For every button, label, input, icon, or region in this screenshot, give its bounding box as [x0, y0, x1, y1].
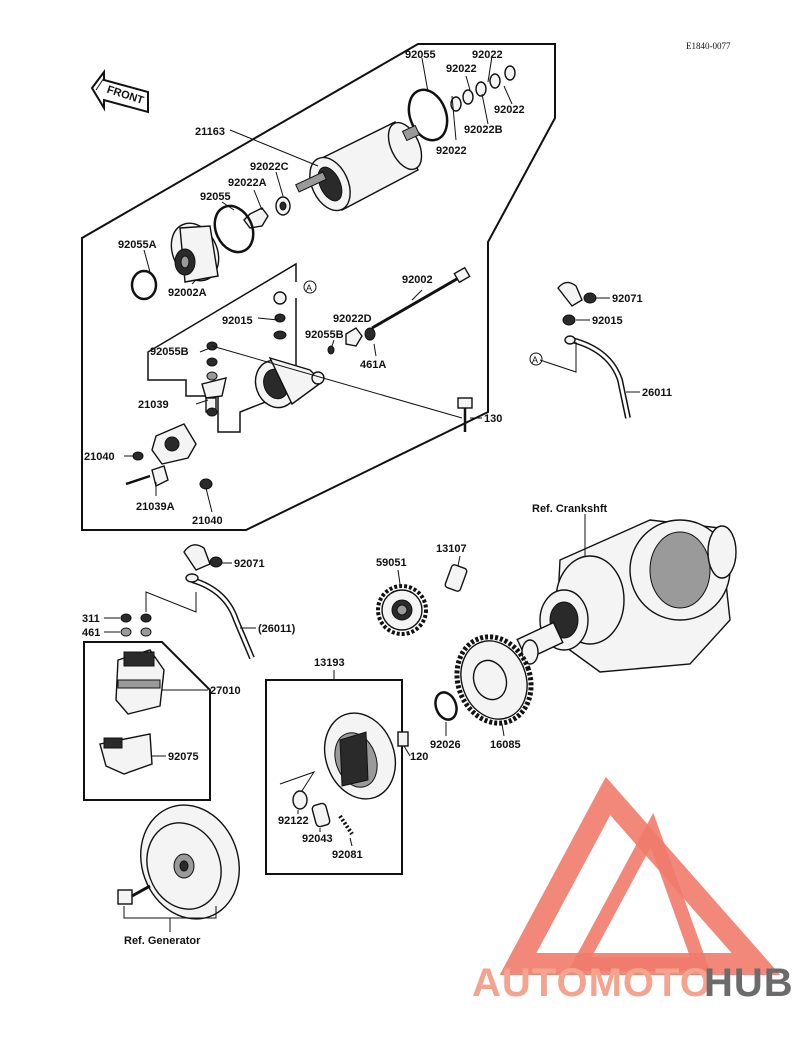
label-92022D: 92022D [333, 313, 372, 325]
label-92002A: 92002A [168, 287, 207, 299]
label-92022A: 92022A [228, 177, 267, 189]
starter-assembly-frame [81, 43, 556, 531]
crankshaft [516, 519, 737, 673]
label-461A: 461A [360, 359, 386, 371]
label-92122: 92122 [278, 815, 309, 827]
label-92055-top: 92055 [405, 49, 436, 61]
label-92055-mid: 92055 [200, 191, 231, 203]
front-arrow-icon: FRONT [90, 69, 149, 114]
label-92022-a: 92022 [472, 49, 503, 61]
label-92075: 92075 [168, 751, 199, 763]
label-120: 120 [410, 751, 428, 763]
label-92026: 92026 [430, 739, 461, 751]
label-13193: 13193 [314, 657, 345, 669]
label-21040-b: 21040 [192, 515, 223, 527]
label-461: 461 [82, 627, 100, 639]
label-92055B-mid: 92055B [305, 329, 344, 341]
label-26011-paren: (26011) [258, 623, 296, 635]
starter-motor-body [295, 121, 423, 212]
grommet [99, 733, 153, 775]
label-92043: 92043 [302, 833, 333, 845]
label-92081: 92081 [332, 849, 363, 861]
ref-marker-a1: A [306, 283, 312, 293]
logo-text-a: AUTOMOTO [472, 961, 712, 1005]
label-92055B: 92055B [150, 346, 189, 358]
idle-gear [376, 584, 428, 636]
starter-clutch-gear [454, 634, 534, 726]
ref-crankshaft: Ref. Crankshft [532, 503, 608, 515]
generator-bolt [117, 884, 151, 905]
diagram-code: E1840-0077 [686, 41, 731, 51]
label-92071-top: 92071 [612, 293, 643, 305]
label-92022C: 92022C [250, 161, 289, 173]
label-311: 311 [82, 613, 100, 625]
label-130: 130 [484, 413, 502, 425]
label-16085: 16085 [490, 739, 521, 751]
label-21039: 21039 [138, 399, 169, 411]
front-bracket [170, 222, 220, 283]
label-59051: 59051 [376, 557, 407, 569]
label-92022-d: 92022 [436, 145, 467, 157]
logo-text-b: HUB [704, 961, 794, 1005]
ref-generator: Ref. Generator [124, 935, 201, 947]
ref-marker-a2: A [532, 355, 538, 365]
pickup-coil [115, 649, 165, 715]
label-92071-mid: 92071 [234, 558, 265, 570]
brush-plate [151, 423, 197, 465]
label-92022-b: 92022 [446, 63, 477, 75]
label-27010: 27010 [210, 685, 241, 697]
label-92055A: 92055A [118, 239, 157, 251]
label-21163: 21163 [195, 126, 225, 138]
label-92022-c: 92022 [494, 104, 525, 116]
starter-cable-top [557, 281, 631, 419]
starter-clutch [323, 712, 397, 800]
generator-rotor [140, 804, 240, 920]
label-92015-left: 92015 [222, 315, 253, 327]
label-13107: 13107 [436, 543, 467, 555]
label-26011: 26011 [642, 387, 672, 399]
label-92002: 92002 [402, 274, 433, 286]
label-92015-right: 92015 [592, 315, 623, 327]
automotohub-logo: AUTOMOTO HUB [472, 776, 794, 1005]
rear-cover [254, 356, 325, 409]
brush-subframe [147, 262, 297, 433]
label-21040-a: 21040 [84, 451, 115, 463]
pickup-frame [83, 641, 211, 801]
label-21039A: 21039A [136, 501, 175, 513]
label-92022B: 92022B [464, 124, 503, 136]
